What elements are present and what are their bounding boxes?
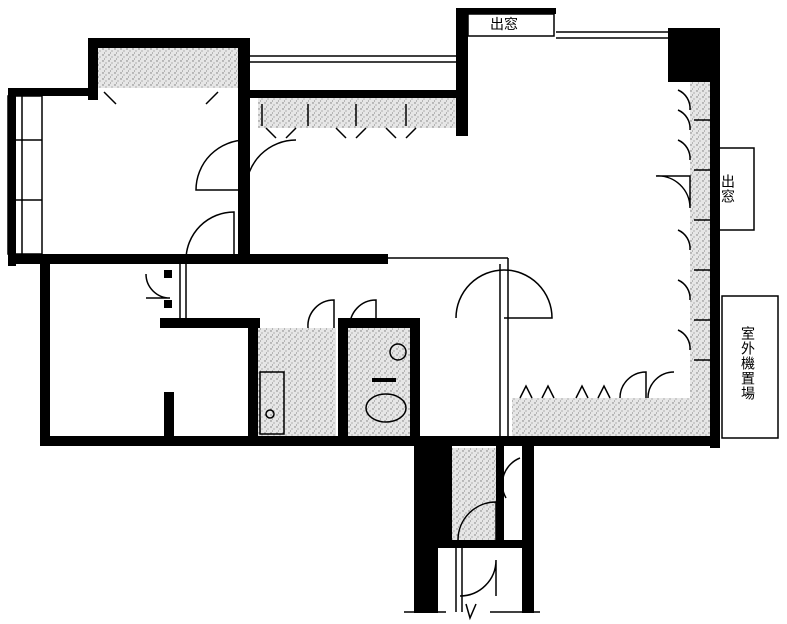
toilet-bowl (365, 393, 407, 423)
door-swings (103, 89, 691, 597)
counter-top (258, 98, 458, 128)
right-bay-window (717, 147, 755, 231)
top-bay-window (467, 13, 555, 37)
walls (8, 8, 720, 613)
label-bay-window-right: 出窓 (719, 174, 735, 204)
label-outdoor-unit-space: 室外機置場 (739, 326, 755, 401)
hall-closet-fill (452, 448, 496, 540)
closet-top-left (98, 48, 238, 88)
washbasin (259, 371, 285, 435)
west-window (7, 95, 43, 255)
counter-bottom (512, 398, 712, 436)
washroom-fill (258, 328, 336, 436)
label-bay-window-top: 出窓 (490, 17, 518, 33)
outdoor-unit-box (721, 295, 779, 439)
thin-lines (7, 13, 779, 621)
posts (164, 270, 430, 532)
